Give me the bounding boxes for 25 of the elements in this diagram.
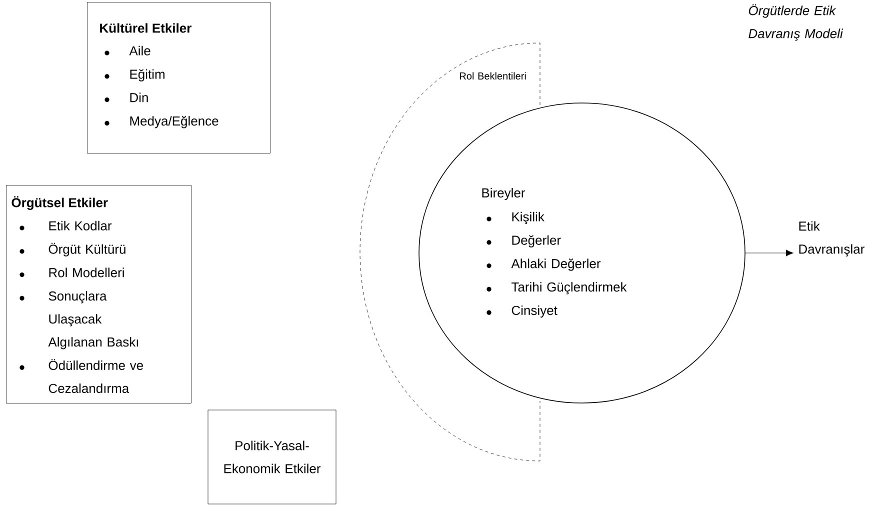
list-box — [87, 2, 270, 154]
list-heading: Bireyler — [482, 188, 526, 200]
bullet-item: Sonuçlara Ulaşacak Algılanan Baskı — [20, 291, 138, 350]
arc-label: Rol Beklentileri — [460, 72, 526, 80]
list-box — [6, 185, 192, 404]
bullet-item: Cinsiyet — [486, 305, 558, 318]
list-heading: Kültürel Etkiler — [100, 23, 192, 33]
bullet-item: Etik Kodlar — [20, 220, 112, 230]
bullet-item: Değerler — [486, 235, 561, 248]
bullet-item: Aile — [104, 46, 150, 56]
bullet-item: Medya/Eğlence — [104, 116, 218, 128]
bullet-item: Ahlaki Değerler — [486, 258, 601, 271]
bullet-item: Eğitim — [104, 69, 164, 82]
bullet-item: Tarihi Güçlendirmek — [486, 282, 627, 294]
circle — [418, 102, 746, 404]
title: Örgütlerde Etik Davranış Modeli — [748, 4, 844, 41]
text-box: Politik-Yasal-Ekonomik Etkiler — [208, 410, 336, 504]
bullet-item: Rol Modelleri — [20, 268, 124, 278]
arrow — [745, 250, 794, 256]
outcome-text: Etik Davranışlar — [799, 221, 864, 256]
bullet-item: Kişilik — [486, 212, 544, 224]
bullet-item: Örgüt Kültürü — [20, 242, 126, 256]
list-heading: Örgütsel Etkiler — [12, 196, 108, 210]
bullet-item: Din — [104, 92, 148, 102]
bullet-item: Ödüllendirme ve Cezalandırma — [20, 359, 143, 394]
